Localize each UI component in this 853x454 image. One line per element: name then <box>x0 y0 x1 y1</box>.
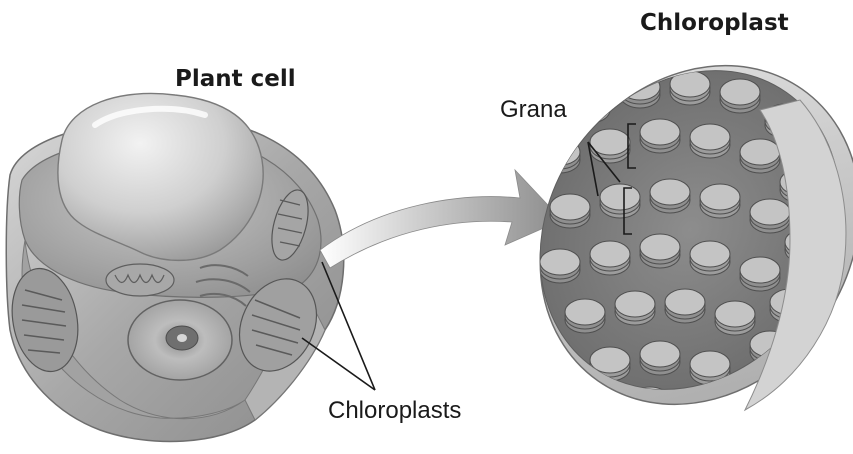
granum <box>650 179 690 213</box>
chloroplast-title: Chloroplast <box>640 10 789 36</box>
granum <box>615 291 655 325</box>
granum <box>640 341 680 375</box>
granum <box>570 89 610 123</box>
nucleus <box>128 300 232 380</box>
granum <box>550 194 590 228</box>
granum <box>540 139 580 173</box>
granum <box>740 257 780 291</box>
granum <box>720 79 760 113</box>
granum <box>690 241 730 275</box>
grana-label: Grana <box>500 96 567 124</box>
granum <box>665 289 705 323</box>
granum <box>600 184 640 218</box>
granum <box>740 139 780 173</box>
granum <box>690 124 730 158</box>
magnify-arrow <box>320 170 562 268</box>
granum <box>590 241 630 275</box>
granum <box>540 249 580 283</box>
plant-cell-illustration <box>4 93 343 441</box>
granum <box>640 234 680 268</box>
chloroplasts-label: Chloroplasts <box>328 397 461 425</box>
granum <box>700 184 740 218</box>
granum <box>590 129 630 163</box>
granum <box>640 119 680 153</box>
granum <box>565 299 605 333</box>
plant-cell-title: Plant cell <box>175 66 296 92</box>
cell-mitochondrion <box>106 264 174 296</box>
granum <box>715 301 755 335</box>
granum <box>750 199 790 233</box>
